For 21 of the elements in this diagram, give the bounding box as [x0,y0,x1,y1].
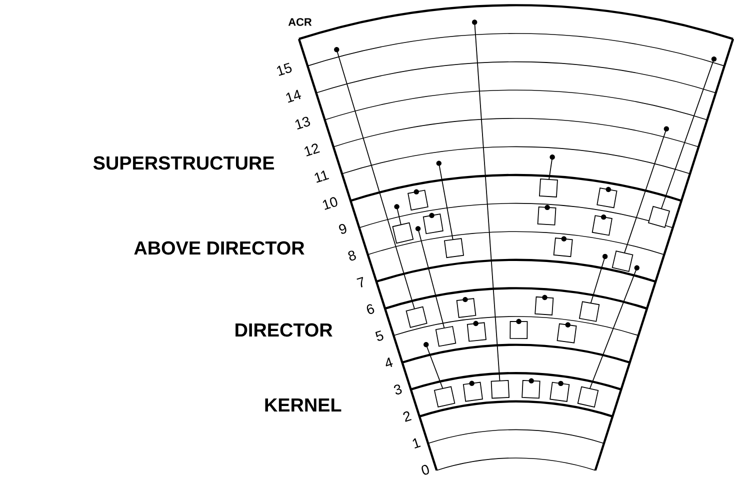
group-label: DIRECTOR [236,323,332,337]
axis-label: ACR [288,18,312,26]
ring-number: 3 [394,384,402,394]
ring-number: 4 [386,358,393,367]
ring-number: 0 [422,464,429,475]
ring-number: 6 [366,304,374,314]
ring-number: 2 [403,411,412,422]
ring-number: 8 [348,250,356,261]
ring-number: 12 [304,144,320,156]
ring-number: 5 [375,330,384,341]
ring-number: 11 [314,170,330,183]
group-label: KERNEL [265,398,342,412]
group-label: SUPERSTRUCTURE [93,156,274,170]
ring-number: 15 [277,62,292,76]
ring-number: 14 [286,90,302,103]
group-label: ABOVE DIRECTOR [134,241,304,255]
ring-number: 9 [339,224,346,234]
ring-number: 7 [356,276,364,288]
ring-number: 10 [322,197,338,210]
ring-number: 13 [295,116,310,130]
ring-number: 1 [412,438,421,448]
